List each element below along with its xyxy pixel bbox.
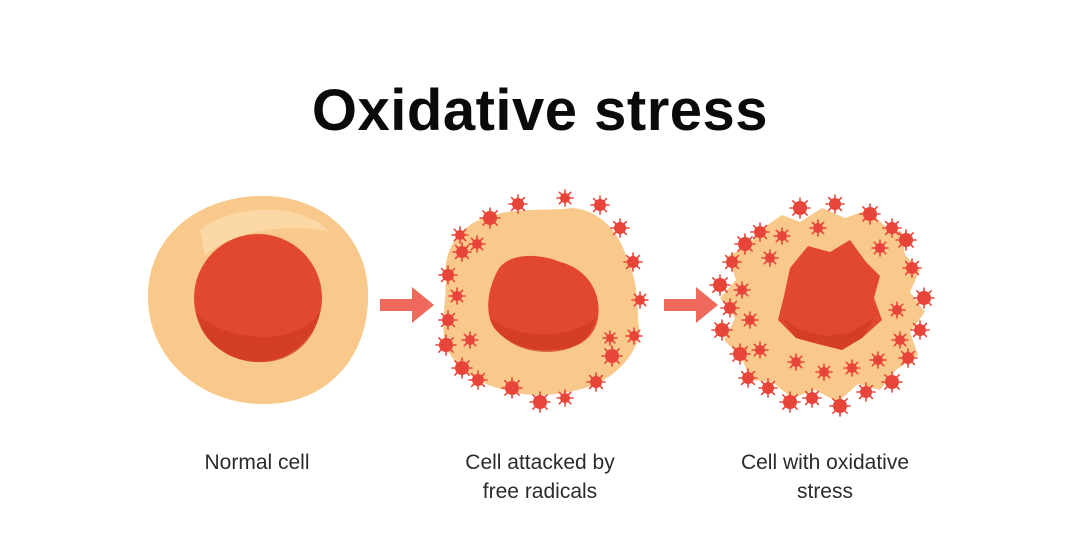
free-radical-icon bbox=[586, 372, 606, 392]
free-radical-icon bbox=[529, 391, 551, 413]
attacked-cell-nucleus-shade bbox=[490, 318, 596, 352]
right-arrow-icon bbox=[380, 287, 434, 323]
free-radical-icon bbox=[610, 218, 630, 238]
stressed-cell-nucleus-shade bbox=[782, 318, 874, 350]
stressed-cell-nucleus bbox=[778, 240, 882, 350]
free-radical-icon bbox=[556, 189, 574, 207]
free-radical-icon bbox=[888, 301, 906, 319]
free-radical-icon bbox=[773, 227, 791, 245]
free-radical-icon bbox=[438, 265, 458, 285]
free-radicals bbox=[435, 189, 935, 417]
label-line: Normal cell bbox=[204, 451, 310, 474]
free-radical-icon bbox=[750, 222, 770, 242]
free-radical-icon bbox=[734, 233, 756, 255]
free-radical-icon bbox=[802, 388, 822, 408]
free-radical-icon bbox=[733, 281, 751, 299]
free-radical-icon bbox=[761, 249, 779, 267]
free-radical-icon bbox=[461, 331, 479, 349]
free-radical-icon bbox=[729, 343, 751, 365]
free-radical-icon bbox=[720, 298, 740, 318]
free-radical-icon bbox=[881, 371, 903, 393]
free-radical-icon bbox=[789, 197, 811, 219]
label-line: stress bbox=[796, 480, 853, 503]
normal-cell-nucleus-shade bbox=[196, 312, 320, 363]
free-radical-icon bbox=[825, 194, 845, 214]
normal-cell bbox=[147, 195, 369, 405]
free-radical-icon bbox=[871, 239, 889, 257]
free-radical-icon bbox=[468, 235, 486, 253]
normal-cell-nucleus bbox=[194, 234, 322, 362]
attacked-cell-nucleus bbox=[488, 255, 599, 351]
free-radical-icon bbox=[815, 363, 833, 381]
free-radical-icon bbox=[891, 331, 909, 349]
free-radical-icon bbox=[508, 194, 528, 214]
free-radical-icon bbox=[602, 330, 618, 346]
free-radical-icon bbox=[898, 348, 918, 368]
free-radical-icon bbox=[435, 334, 457, 356]
free-radical-icon bbox=[882, 218, 902, 238]
label-line: Cell attacked by bbox=[465, 451, 615, 474]
free-radical-icon bbox=[843, 359, 861, 377]
label-stressed-cell: Cell with oxidative stress bbox=[710, 448, 940, 506]
free-radical-icon bbox=[829, 395, 851, 417]
free-radical-icon bbox=[869, 351, 887, 369]
free-radical-icon bbox=[859, 203, 881, 225]
page-title: Oxidative stress bbox=[311, 77, 769, 143]
free-radical-icon bbox=[601, 345, 623, 367]
free-radical-icon bbox=[779, 391, 801, 413]
free-radical-icon bbox=[751, 341, 769, 359]
free-radical-icon bbox=[711, 319, 733, 341]
free-radical-icon bbox=[722, 252, 742, 272]
free-radical-icon bbox=[448, 287, 466, 305]
free-radical-icon bbox=[468, 370, 488, 390]
label-normal-cell: Normal cell bbox=[142, 448, 372, 477]
free-radical-icon bbox=[452, 242, 472, 262]
free-radical-icon bbox=[910, 320, 930, 340]
free-radical-icon bbox=[625, 327, 643, 345]
free-radical-icon bbox=[738, 368, 758, 388]
free-radical-icon bbox=[451, 357, 473, 379]
right-arrow-icon bbox=[664, 287, 718, 323]
label-attacked-cell: Cell attacked by free radicals bbox=[425, 448, 655, 506]
free-radical-icon bbox=[623, 252, 643, 272]
free-radical-icon bbox=[787, 353, 805, 371]
free-radical-icon bbox=[451, 226, 469, 244]
free-radical-icon bbox=[913, 287, 935, 309]
normal-cell-highlight bbox=[200, 209, 330, 255]
free-radical-icon bbox=[479, 207, 501, 229]
label-line: Cell with oxidative bbox=[740, 451, 910, 474]
free-radical-icon bbox=[895, 229, 917, 251]
label-line: free radicals bbox=[482, 480, 598, 503]
free-radical-icon bbox=[631, 291, 649, 309]
free-radical-icon bbox=[758, 378, 778, 398]
free-radical-icon bbox=[809, 219, 827, 237]
free-radical-icon bbox=[438, 310, 458, 330]
free-radical-icon bbox=[709, 274, 731, 296]
attacked-cell bbox=[443, 208, 640, 396]
free-radical-icon bbox=[856, 382, 876, 402]
free-radical-icon bbox=[741, 311, 759, 329]
free-radical-icon bbox=[556, 389, 574, 407]
free-radical-icon bbox=[501, 377, 523, 399]
free-radical-icon bbox=[902, 258, 922, 278]
free-radical-icon bbox=[590, 195, 610, 215]
